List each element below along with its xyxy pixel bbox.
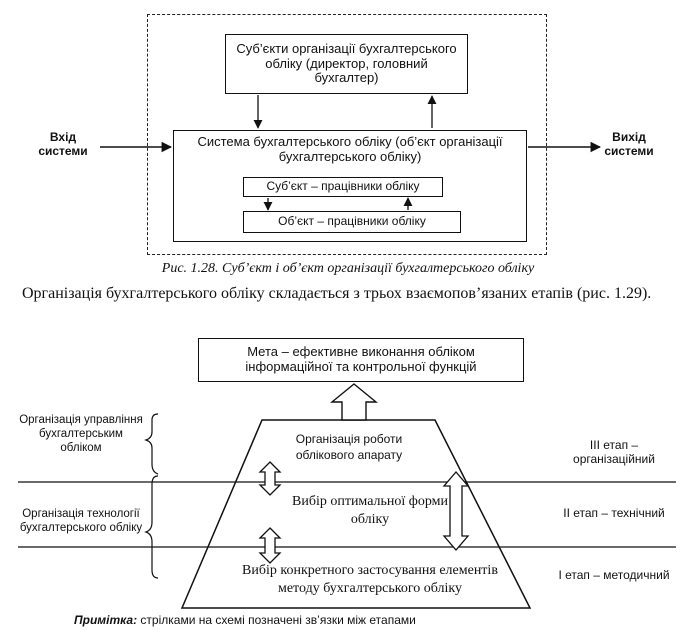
goal-hollow-arrow (330, 383, 378, 421)
output-label: Вихід системи (604, 130, 654, 159)
stage-2-label: II етап – технічний (563, 506, 665, 520)
double-arrow-long (442, 471, 470, 551)
system-box: Система бухгалтерського обліку (об’єкт о… (173, 130, 527, 242)
figure-1-28-frame (147, 14, 547, 255)
goal-box: Мета – ефективне виконання обліком інфор… (198, 338, 524, 382)
double-arrow-top-mid (258, 461, 282, 496)
subject-workers-box: Суб’єкт – працівники обліку (243, 177, 443, 197)
left-label-top: Організація управління бухгалтерським об… (19, 414, 143, 454)
level-top-text: Організація роботи облікового апарату (295, 432, 403, 462)
figure-1-28-caption: Рис. 1.28. Суб’єкт і об’єкт організації … (161, 261, 535, 276)
figure-note: Примітка: стрілками на схемі позначені з… (74, 613, 674, 627)
left-bracket-top (144, 413, 159, 475)
stage-3-label: III етап – організаційний (573, 438, 655, 467)
left-label-bottom: Організація технології бухгалтерського о… (19, 508, 143, 534)
input-label: Вхід системи (38, 130, 88, 159)
level-bottom-text: Вибір конкретного застосування елементів… (242, 563, 498, 596)
left-bracket-bottom (144, 475, 159, 579)
body-paragraph: Організація бухгалтерського обліку склад… (22, 285, 652, 302)
subjects-box: Суб’єкти організації бухгалтерського обл… (225, 34, 468, 94)
subjects-box-text: Суб’єкти організації бухгалтерського обл… (236, 40, 457, 86)
system-box-text: Система бухгалтерського обліку (об’єкт о… (197, 134, 503, 164)
double-arrow-mid-bottom (258, 527, 282, 564)
stage-1-label: I етап – методичний (558, 568, 670, 582)
object-workers-box: Об’єкт – працівники обліку (243, 211, 461, 233)
note-label: Примітка: (74, 613, 138, 627)
level-mid-text: Вибір оптимальної форми обліку (291, 494, 448, 527)
note-text: стрілками на схемі позначені зв’язки між… (137, 613, 416, 627)
